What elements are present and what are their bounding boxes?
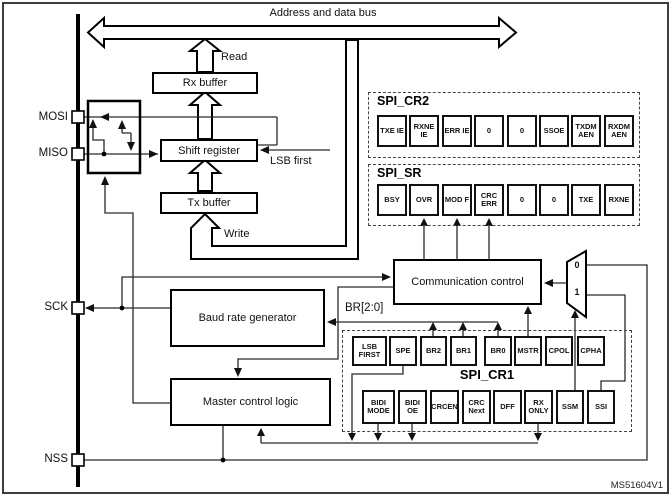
- mux-input-0-label: 0: [574, 260, 580, 270]
- bit-cpha: CPHA: [577, 336, 605, 366]
- bit-ssi: SSI: [587, 390, 615, 424]
- read-arrow: [187, 37, 223, 73]
- nss-pin-label: NSS: [44, 453, 68, 465]
- mux-input-1-label: 1: [574, 287, 580, 297]
- bit-ovr: OVR: [409, 184, 439, 216]
- tx-buffer-block: Tx buffer: [160, 192, 258, 214]
- bit-br2: BR2: [420, 336, 447, 366]
- bit-br1: BR1: [450, 336, 477, 366]
- baud-rate-generator-block: Baud rate generator: [170, 289, 325, 347]
- read-label: Read: [221, 51, 248, 63]
- bit-ssm: SSM: [556, 390, 584, 424]
- bit-errie: ERR IE: [442, 115, 472, 147]
- bit-cr2-z1: 0: [474, 115, 504, 147]
- bit-rxneie: RXNE IE: [409, 115, 439, 147]
- arrowheads: [85, 113, 579, 441]
- write-label: Write: [224, 228, 250, 240]
- bit-bidioe: BIDI OE: [398, 390, 427, 424]
- bit-crcnext: CRC Next: [462, 390, 491, 424]
- bit-rxdmaen: RXDM AEN: [604, 115, 634, 147]
- bit-mstr: MSTR: [514, 336, 542, 366]
- bit-ssoe: SSOE: [539, 115, 569, 147]
- nss-mux-shape: [566, 249, 587, 319]
- spi-cr1-register-box: [342, 330, 632, 432]
- bit-txeie: TXE IE: [377, 115, 407, 147]
- bit-bidimode: BIDI MODE: [362, 390, 395, 424]
- sck-pin-square: [71, 301, 85, 315]
- mosi-pin-square: [71, 110, 85, 124]
- spi-cr2-register-box: [368, 92, 640, 158]
- bit-sr-z1: 0: [507, 184, 537, 216]
- spi-sr-register-box: [368, 164, 640, 226]
- pin-squares: [71, 110, 85, 467]
- bit-crcen: CRCEN: [430, 390, 459, 424]
- bit-txdmaen: TXDM AEN: [571, 115, 601, 147]
- shift-to-rx-arrow: [187, 90, 223, 140]
- br-bits-label: BR[2:0]: [345, 302, 384, 314]
- lsb-first-label: LSB first: [270, 155, 312, 167]
- miso-pin-square: [71, 147, 85, 161]
- spi-sr-title: SPI_SR: [377, 166, 422, 180]
- address-data-bus-arrow: [86, 15, 518, 50]
- spi-cr2-title: SPI_CR2: [377, 94, 430, 108]
- junction-dots: [101, 151, 226, 463]
- bit-br0: BR0: [484, 336, 512, 366]
- bit-dff: DFF: [493, 390, 522, 424]
- communication-control-block: Communication control: [393, 259, 542, 305]
- bit-rxonly: RX ONLY: [524, 390, 553, 424]
- tx-to-shift-arrow: [187, 158, 223, 192]
- shift-register-block: Shift register: [160, 139, 258, 162]
- master-control-logic-block: Master control logic: [170, 378, 331, 426]
- bit-cr2-z2: 0: [507, 115, 537, 147]
- bit-spe: SPE: [389, 336, 417, 366]
- bit-rxne: RXNE: [604, 184, 634, 216]
- miso-pin-label: MISO: [38, 147, 68, 159]
- rx-buffer-block: Rx buffer: [152, 72, 258, 94]
- bit-crcerr: CRC ERR: [474, 184, 504, 216]
- bit-cpol: CPOL: [545, 336, 573, 366]
- figure-code: MS51604V1: [610, 480, 663, 491]
- address-data-bus-label: Address and data bus: [269, 7, 377, 19]
- mosi-pin-label: MOSI: [38, 111, 68, 123]
- diagram-frame: [2, 2, 669, 494]
- bit-bsy: BSY: [377, 184, 407, 216]
- nss-pin-square: [71, 453, 85, 467]
- write-bus-channel: [190, 39, 359, 260]
- bit-modf: MOD F: [442, 184, 472, 216]
- pin-mux-box: [86, 99, 142, 175]
- sck-pin-label: SCK: [44, 301, 68, 313]
- bit-sr-z2: 0: [539, 184, 569, 216]
- bit-txe: TXE: [571, 184, 601, 216]
- bit-lsbfirst: LSB FIRST: [352, 336, 387, 366]
- spi-cr1-title: SPI_CR1: [459, 367, 515, 382]
